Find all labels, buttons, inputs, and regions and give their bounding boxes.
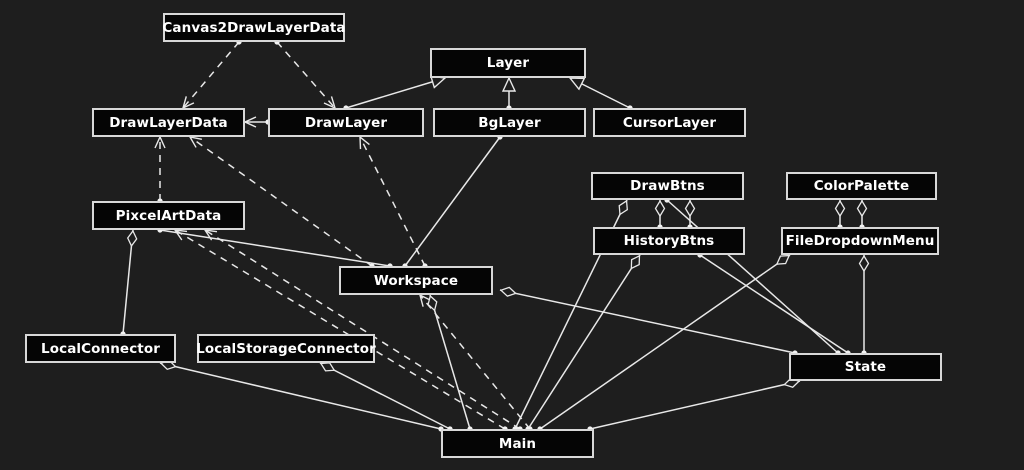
class-node-drawbtns[interactable]: DrawBtns <box>591 172 744 200</box>
edge-main-to-workspace <box>430 295 470 429</box>
edge-main-to-state <box>590 381 800 429</box>
edge-main-to-historybtns <box>528 254 641 429</box>
edge-drawlayer-to-canvas2drawlayerdata <box>274 39 337 110</box>
class-node-workspace[interactable]: Workspace <box>339 266 493 295</box>
edge-main-to-filedropdownmenu <box>540 254 791 429</box>
edge-group <box>123 39 864 432</box>
edge-main-to-localconnector <box>160 363 441 429</box>
class-node-canvas2drawlayerdata[interactable]: Canvas2DrawLayerData <box>162 13 346 42</box>
edge-drawlayer-to-layer <box>346 78 445 108</box>
edge-drawlayerdata-to-canvas2drawlayerdata <box>181 39 242 110</box>
edge-workspace-to-pixcelartdata <box>157 227 393 269</box>
class-node-bglayer[interactable]: BgLayer <box>433 108 586 137</box>
edge-main-to-pixcelartdata <box>173 229 508 432</box>
edge-workspace-to-drawlayer <box>359 135 428 269</box>
edge-main-to-pixcelartdata <box>203 229 523 432</box>
class-node-pixcelartdata[interactable]: PixcelArtData <box>92 201 245 230</box>
class-node-cursorlayer[interactable]: CursorLayer <box>593 108 746 137</box>
edge-state-to-historybtns <box>697 252 851 356</box>
edge-localconnector-to-pixcelartdata <box>123 230 133 334</box>
class-node-drawlayer[interactable]: DrawLayer <box>268 108 424 137</box>
class-node-main[interactable]: Main <box>441 429 594 458</box>
class-node-filedropdownmenu[interactable]: FileDropdownMenu <box>781 227 939 255</box>
class-node-colorpalette[interactable]: ColorPalette <box>786 172 937 200</box>
edge-workspace-to-drawlayerdata <box>188 136 375 269</box>
edge-cursorlayer-to-layer <box>570 78 630 108</box>
class-node-historybtns[interactable]: HistoryBtns <box>593 227 745 255</box>
class-node-localconnector[interactable]: LocalConnector <box>25 334 176 363</box>
class-node-layer[interactable]: Layer <box>430 48 586 78</box>
class-node-drawlayerdata[interactable]: DrawLayerData <box>92 108 245 137</box>
edge-state-to-workspace <box>500 290 795 353</box>
edge-workspace-to-bglayer <box>402 134 503 269</box>
class-node-localstorageconnector[interactable]: LocalStorageConnector <box>196 334 376 363</box>
class-node-state[interactable]: State <box>789 353 942 381</box>
